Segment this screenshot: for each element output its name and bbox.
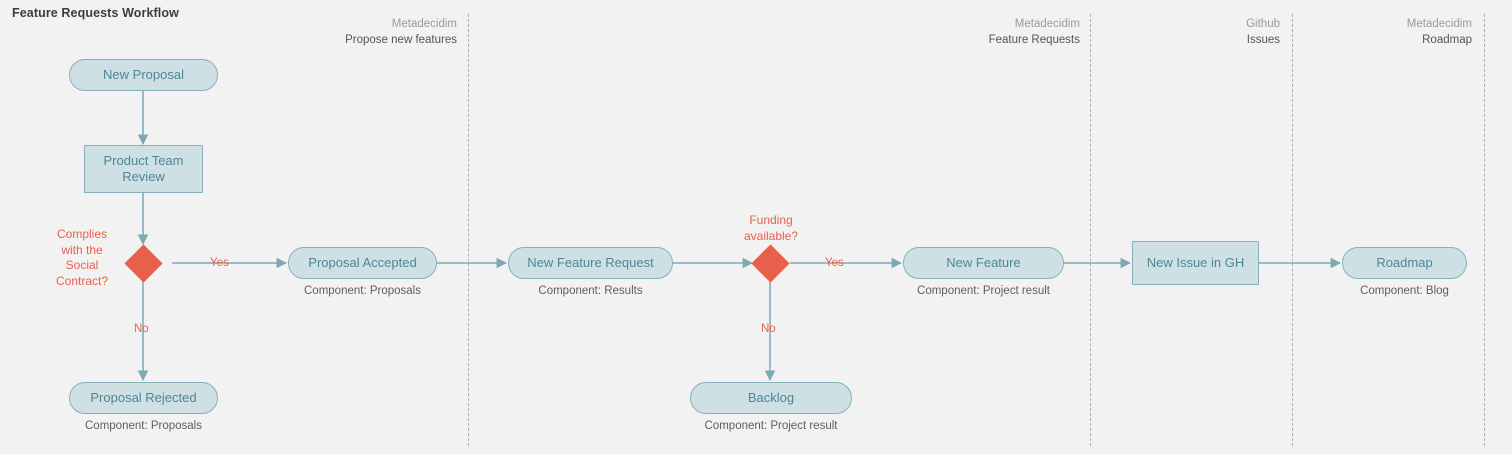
decision-label-social-contract: Complies with the Social Contract? <box>55 227 109 288</box>
component-label-roadmap: Component: Blog <box>1360 285 1449 297</box>
lane-name-label: Roadmap <box>1422 33 1472 46</box>
node-product-team-review[interactable]: Product Team Review <box>84 145 203 193</box>
node-new-feature[interactable]: New Feature <box>903 247 1064 279</box>
lane-org-label: Github <box>1246 18 1280 30</box>
lane-name-label: Feature Requests <box>988 33 1080 46</box>
branch-label-social-contract-yes: Yes <box>210 257 229 269</box>
decision-diamond-social-contract[interactable] <box>124 244 163 283</box>
decision-diamond-funding[interactable] <box>751 244 790 283</box>
lane-header-roadmap: Metadecidim Roadmap <box>1407 17 1472 48</box>
node-proposal-accepted[interactable]: Proposal Accepted <box>288 247 437 279</box>
lane-header-propose-new-features: Metadecidim Propose new features <box>345 17 457 48</box>
lane-header-feature-requests: Metadecidim Feature Requests <box>989 17 1080 48</box>
decision-label-funding: Funding available? <box>743 213 799 243</box>
branch-label-funding-no: No <box>761 323 776 335</box>
component-label-proposal-accepted: Component: Proposals <box>304 285 421 297</box>
component-label-backlog: Component: Project result <box>704 420 838 432</box>
lane-divider-2 <box>1090 14 1091 446</box>
node-roadmap[interactable]: Roadmap <box>1342 247 1467 279</box>
page-title: Feature Requests Workflow <box>12 6 179 20</box>
lane-header-github-issues: Github Issues <box>1246 17 1280 48</box>
component-label-new-feature: Component: Project result <box>917 285 1050 297</box>
node-new-proposal[interactable]: New Proposal <box>69 59 218 91</box>
branch-label-social-contract-no: No <box>134 323 149 335</box>
lane-org-label: Metadecidim <box>1406 18 1472 30</box>
branch-label-funding-yes: Yes <box>825 257 844 269</box>
lane-name-label: Propose new features <box>345 33 457 46</box>
lane-org-label: Metadecidim <box>1014 18 1080 30</box>
lane-divider-1 <box>468 14 469 446</box>
node-new-feature-request[interactable]: New Feature Request <box>508 247 673 279</box>
node-new-issue-gh[interactable]: New Issue in GH <box>1132 241 1259 285</box>
lane-divider-3 <box>1292 14 1293 446</box>
lane-name-label: Issues <box>1246 33 1280 46</box>
lane-divider-4 <box>1484 14 1485 446</box>
component-label-new-feature-request: Component: Results <box>538 285 643 297</box>
component-label-proposal-rejected: Component: Proposals <box>85 420 202 432</box>
lane-org-label: Metadecidim <box>391 18 457 30</box>
node-proposal-rejected[interactable]: Proposal Rejected <box>69 382 218 414</box>
node-backlog[interactable]: Backlog <box>690 382 852 414</box>
